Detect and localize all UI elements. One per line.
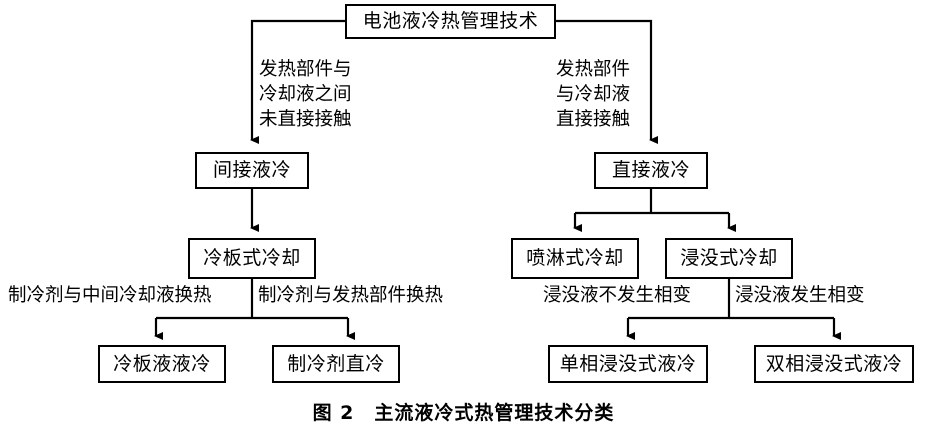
node-cold-plate-liquid-to-liquid[interactable]: 冷板液液冷	[98, 345, 226, 383]
node-cold-plate-cooling[interactable]: 冷板式冷却	[188, 238, 316, 279]
node-refrigerant-direct-cooling[interactable]: 制冷剂直冷	[272, 345, 400, 383]
node-indirect-liquid-cooling[interactable]: 间接液冷	[195, 152, 309, 189]
edge-label-root-to-indirect: 发热部件与 冷却液之间 未直接接触	[259, 59, 352, 130]
figure-caption-title: 主流液冷式热管理技术分类	[374, 402, 615, 424]
figure-caption-number: 图 2	[312, 402, 355, 424]
edge-label-root-to-direct: 发热部件 与冷却液 直接接触	[556, 59, 631, 130]
node-root[interactable]: 电池液冷热管理技术	[345, 4, 556, 39]
edge-root-to-indirect	[250, 19, 345, 144]
edge-label-immersion-to-dual: 浸没液发生相变	[735, 285, 865, 306]
node-dual-phase-immersion[interactable]: 双相浸没式液冷	[754, 345, 914, 383]
edge-label-coldplate-to-refrigerant: 制冷剂与发热部件换热	[258, 285, 444, 306]
edge-label-coldplate-to-liquid: 制冷剂与中间冷却液换热	[8, 285, 212, 306]
node-immersion-cooling[interactable]: 浸没式冷却	[665, 238, 793, 279]
node-spray-cooling[interactable]: 喷淋式冷却	[511, 238, 639, 279]
figure-caption: 图 2 主流液冷式热管理技术分类	[0, 398, 927, 425]
node-direct-liquid-cooling[interactable]: 直接液冷	[594, 152, 708, 189]
edge-label-immersion-to-single: 浸没液不发生相变	[543, 285, 692, 306]
edge-root-to-direct	[556, 19, 658, 144]
node-single-phase-immersion[interactable]: 单相浸没式液冷	[548, 345, 708, 383]
